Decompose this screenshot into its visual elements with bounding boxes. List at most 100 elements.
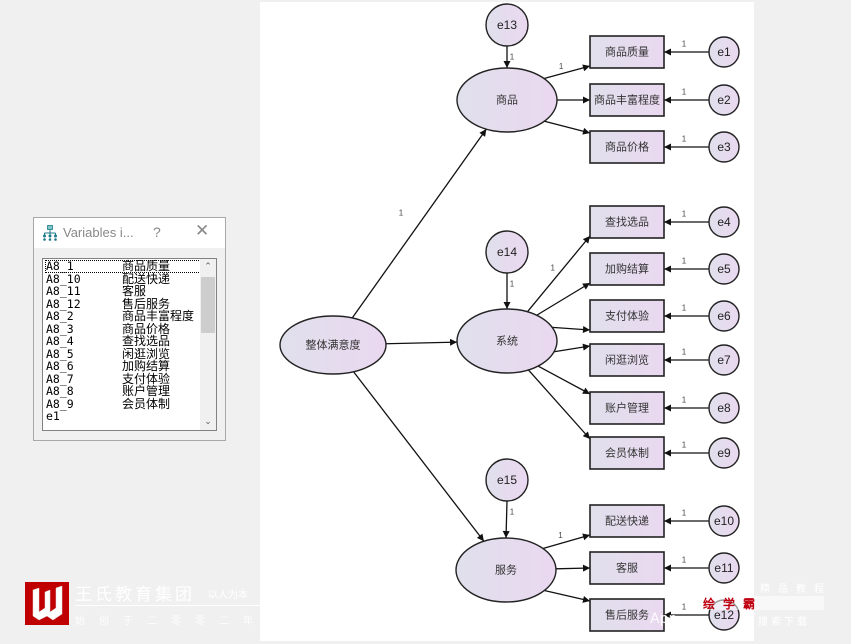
path-system-to-indicator[interactable] — [537, 365, 591, 395]
latent-variable-overall[interactable]: 整体满意度 — [279, 315, 387, 375]
path-service-to-indicator[interactable] — [544, 589, 591, 603]
path-system-to-indicator[interactable] — [553, 343, 591, 353]
path-system-to-indicator[interactable] — [552, 326, 591, 334]
observed-box[interactable] — [589, 436, 665, 470]
path-service-to-indicator[interactable] — [542, 533, 591, 550]
variable-name: A8_10 — [46, 271, 81, 286]
variable-list-item[interactable]: e1 — [45, 410, 201, 423]
latent-ellipse[interactable] — [456, 308, 558, 374]
error-term-e15[interactable]: e15 — [485, 458, 529, 502]
error-circle[interactable] — [708, 505, 740, 537]
observed-variable[interactable]: 查找选品 — [589, 205, 665, 239]
latent-variable-system[interactable]: 系统 — [456, 308, 558, 374]
error-circle[interactable] — [708, 206, 740, 238]
error-term-e4[interactable]: e4 — [708, 206, 740, 238]
error-term-e13[interactable]: e13 — [485, 3, 529, 47]
error-term-e7[interactable]: e7 — [708, 344, 740, 376]
error-term-e8[interactable]: e8 — [708, 392, 740, 424]
path-system-to-indicator[interactable] — [526, 235, 591, 313]
path-goods-to-indicator[interactable] — [543, 64, 591, 80]
observed-box[interactable] — [589, 551, 665, 585]
error-term-e14[interactable]: e14 — [485, 230, 529, 274]
scroll-up-chevron-icon[interactable]: ⌃ — [204, 262, 212, 272]
observed-variable[interactable]: 商品丰富程度 — [589, 83, 665, 117]
latent-ellipse[interactable] — [279, 315, 387, 375]
path-system-to-indicator[interactable] — [527, 369, 591, 440]
error-circle[interactable] — [708, 392, 740, 424]
path-service-to-indicator[interactable] — [555, 564, 591, 572]
error-circle[interactable] — [708, 36, 740, 68]
error-circle[interactable] — [708, 84, 740, 116]
observed-variable[interactable]: 售后服务 — [589, 598, 665, 632]
help-button[interactable]: ? — [153, 224, 161, 240]
path-overall-to-service[interactable] — [353, 371, 485, 542]
observed-variable[interactable]: 会员体制 — [589, 436, 665, 470]
observed-box[interactable] — [589, 35, 665, 69]
error-term-e11[interactable]: e11 — [708, 552, 740, 584]
scroll-down-chevron-icon[interactable]: ⌄ — [204, 417, 212, 427]
error-term-e5[interactable]: e5 — [708, 253, 740, 285]
observed-box[interactable] — [589, 252, 665, 286]
path-overall-to-goods[interactable] — [351, 128, 487, 319]
error-term-e10[interactable]: e10 — [708, 505, 740, 537]
observed-box[interactable] — [589, 205, 665, 239]
error-term-e9[interactable]: e9 — [708, 437, 740, 469]
path-goods-to-indicator[interactable] — [544, 120, 591, 135]
observed-variable[interactable]: 商品价格 — [589, 130, 665, 164]
error-circle[interactable] — [708, 253, 740, 285]
error-term-e1[interactable]: e1 — [708, 36, 740, 68]
error-circle[interactable] — [485, 3, 529, 47]
error-circle[interactable] — [485, 230, 529, 274]
observed-box[interactable] — [589, 343, 665, 377]
variable-label: 客服 — [122, 284, 147, 298]
error-term-e6[interactable]: e6 — [708, 300, 740, 332]
error-term-e2[interactable]: e2 — [708, 84, 740, 116]
error-circle[interactable] — [708, 437, 740, 469]
observed-variable[interactable]: 客服 — [589, 551, 665, 585]
latent-ellipse[interactable] — [456, 67, 558, 133]
dialog-titlebar[interactable]: Variables i... ? ✕ — [34, 218, 225, 248]
path-system-to-indicator[interactable] — [536, 282, 591, 316]
observed-variable[interactable]: 账户管理 — [589, 391, 665, 425]
observed-box[interactable] — [589, 504, 665, 538]
publisher-logo-icon — [25, 582, 69, 625]
listbox-scrollbar[interactable]: ⌃ ⌄ — [200, 259, 216, 430]
observed-box[interactable] — [589, 83, 665, 117]
observed-box[interactable] — [589, 299, 665, 333]
error-circle[interactable] — [708, 344, 740, 376]
path-overall-to-system[interactable] — [385, 338, 458, 346]
observed-variable[interactable]: 支付体验 — [589, 299, 665, 333]
latent-variable-goods[interactable]: 商品 — [456, 67, 558, 133]
observed-box[interactable] — [589, 130, 665, 164]
observed-box[interactable] — [589, 598, 665, 632]
latent-ellipse[interactable] — [455, 537, 557, 603]
path-e15-to-service[interactable] — [502, 500, 510, 539]
latent-variable-service[interactable]: 服务 — [455, 537, 557, 603]
close-button[interactable]: ✕ — [195, 221, 210, 241]
observed-variable[interactable]: 闲逛浏览 — [589, 343, 665, 377]
error-term-e3[interactable]: e3 — [708, 131, 740, 163]
error-circle[interactable] — [708, 552, 740, 584]
error-circle[interactable] — [708, 300, 740, 332]
scroll-thumb[interactable] — [201, 277, 215, 333]
observed-variable[interactable]: 配送快递 — [589, 504, 665, 538]
error-circle[interactable] — [485, 458, 529, 502]
observed-variable[interactable]: 加购结算 — [589, 252, 665, 286]
observed-variable[interactable]: 商品质量 — [589, 35, 665, 69]
error-circle[interactable] — [708, 131, 740, 163]
observed-box[interactable] — [589, 391, 665, 425]
